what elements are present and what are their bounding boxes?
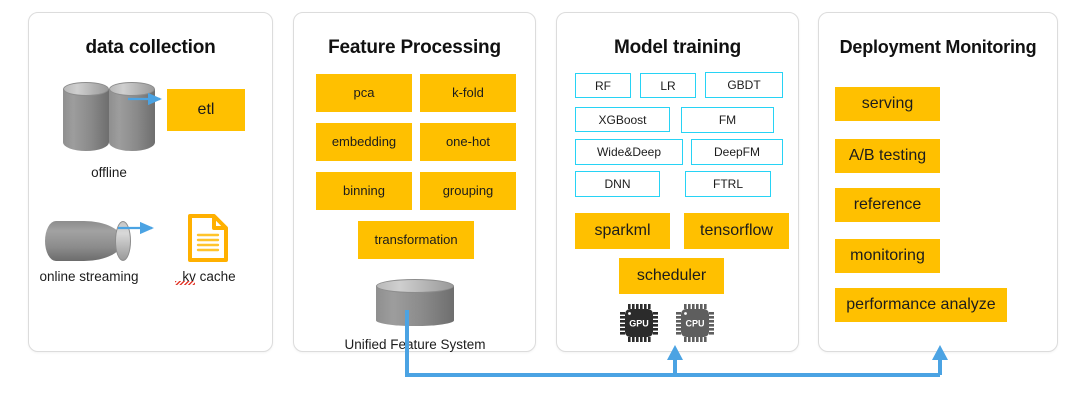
deploy-box-reference[interactable]: reference [835,188,940,222]
algo-box-rf[interactable]: RF [575,73,631,98]
algo-box-fm[interactable]: FM [681,107,774,133]
panel-model-training[interactable]: Model training RF LR GBDT XGBoost FM Wid… [556,12,799,352]
etl-box[interactable]: etl [167,89,245,131]
stream-cylinder-icon [45,221,131,261]
algo-box-dnn[interactable]: DNN [575,171,660,197]
algo-box-deepfm[interactable]: DeepFM [691,139,783,165]
deploy-box-ab-testing[interactable]: A/B testing [835,139,940,173]
framework-box-scheduler[interactable]: scheduler [619,258,724,294]
deploy-box-serving[interactable]: serving [835,87,940,121]
algo-box-ftrl[interactable]: FTRL [685,171,771,197]
feature-box-grouping[interactable]: grouping [420,172,516,210]
feature-box-binning[interactable]: binning [316,172,412,210]
caption-offline: offline [91,165,127,180]
panel-deployment-monitoring[interactable]: Deployment Monitoring serving A/B testin… [818,12,1058,352]
deploy-box-monitoring[interactable]: monitoring [835,239,940,273]
algo-box-wide-deep[interactable]: Wide&Deep [575,139,683,165]
feature-box-kfold[interactable]: k-fold [420,74,516,112]
document-icon [188,214,228,262]
caption-online-streaming: online streaming [39,269,139,284]
feature-box-transformation[interactable]: transformation [358,221,474,259]
caption-kv-cache: kv cache [182,269,236,284]
feedback-arrow [405,310,948,377]
svg-text:CPU: CPU [685,319,704,329]
framework-box-sparkml[interactable]: sparkml [575,213,670,249]
panel-title: Feature Processing [328,37,501,58]
algo-box-xgboost[interactable]: XGBoost [575,107,670,132]
deploy-box-performance-analyze[interactable]: performance analyze [835,288,1007,322]
caption-unified-feature-system: Unified Feature System [344,337,486,352]
feature-box-embedding[interactable]: embedding [316,123,412,161]
gpu-chip-icon: GPU [619,303,659,343]
panel-data-collection[interactable]: data collection offline etl online strea… [28,12,273,352]
svg-text:GPU: GPU [629,319,649,329]
algo-box-gbdt[interactable]: GBDT [705,72,783,98]
algo-box-lr[interactable]: LR [640,73,696,98]
feature-box-pca[interactable]: pca [316,74,412,112]
feature-box-one-hot[interactable]: one-hot [420,123,516,161]
cpu-chip-icon: CPU [675,303,715,343]
spellcheck-underline-icon [175,281,195,285]
panel-title: data collection [85,37,216,58]
panel-title: Model training [613,37,742,58]
framework-box-tensorflow[interactable]: tensorflow [684,213,789,249]
panel-feature-processing[interactable]: Feature Processing pca k-fold embedding … [293,12,536,352]
panel-title: Deployment Monitoring [839,37,1037,57]
